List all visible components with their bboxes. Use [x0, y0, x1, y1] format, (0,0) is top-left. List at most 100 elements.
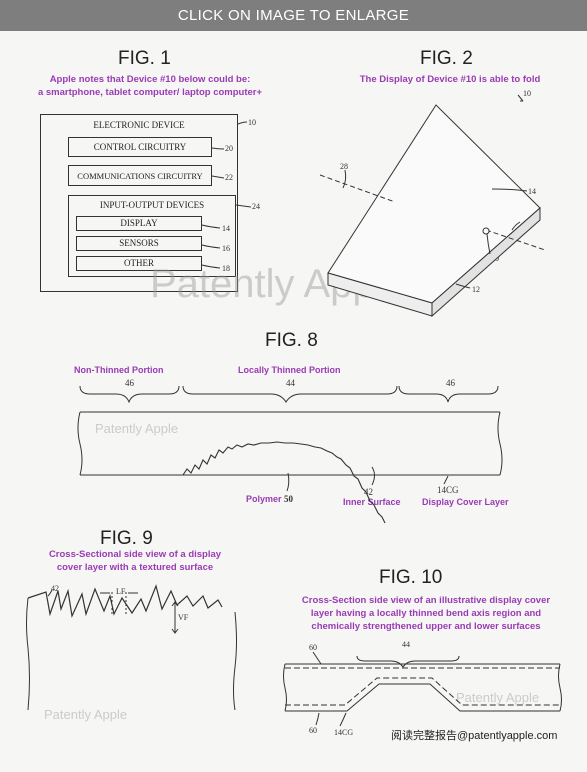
ref-20: 20 [225, 144, 233, 153]
input-output-devices-box [68, 195, 236, 277]
cover-break-right [497, 411, 503, 476]
fig1-caption-line2: a smartphone, tablet computer/ laptop co… [37, 87, 263, 98]
display-label: DISPLAY [120, 218, 158, 228]
fig9-caption-line1: Cross-Sectional side view of a display [48, 549, 222, 560]
inner-textured-surface [182, 441, 386, 524]
fig9-left-break [26, 597, 30, 711]
ref-lf: LF [116, 587, 126, 596]
fold-axis-right [485, 229, 546, 251]
other-label: OTHER [124, 258, 154, 268]
fig10-caption-line1: Cross-Section side view of an illustrati… [301, 595, 551, 606]
leader-24 [235, 204, 252, 208]
ref-10: 10 [248, 118, 256, 127]
brace-46a [79, 385, 180, 404]
communications-circuitry-box [68, 165, 212, 186]
vf-arrows [171, 601, 179, 634]
ref-14-fig2: 14 [528, 187, 536, 196]
ref-12: 12 [472, 285, 480, 294]
leader-14cg-fig8 [443, 475, 449, 485]
ref-46b: 46 [446, 378, 455, 388]
ref-14: 14 [222, 224, 230, 233]
ref-16: 16 [222, 244, 230, 253]
fig10-caption-line2: layer having a locally thinned bend axis… [310, 608, 542, 619]
fig1-caption: Apple notes that Device #10 below could … [10, 73, 290, 99]
ref-14cg-fig10: 14CG [334, 728, 354, 737]
fig8-title: FIG. 8 [265, 330, 318, 351]
leader-12 [455, 283, 471, 289]
polymer-text: Polymer [246, 494, 282, 504]
ref-44-fig10: 44 [402, 640, 410, 649]
ref-60a: 60 [309, 643, 317, 652]
ref-46a: 46 [125, 378, 134, 388]
ref-vf: VF [178, 613, 189, 622]
display-cover-layer-label: Display Cover Layer [422, 497, 509, 507]
input-output-devices-label: INPUT-OUTPUT DEVICES [99, 200, 205, 210]
leader-50 [286, 472, 290, 492]
fig9-title: FIG. 9 [100, 528, 153, 549]
device-top-face [327, 104, 541, 304]
leader-42 [371, 466, 375, 486]
fig10-title: FIG. 10 [379, 567, 443, 588]
polymer-label: Polymer 50 [246, 494, 293, 504]
sensors-box [76, 236, 202, 251]
leader-10 [237, 121, 248, 125]
leader-20 [211, 147, 225, 150]
watermark-fig10: Patently Apple [456, 690, 540, 705]
polymer-ref: 50 [284, 494, 294, 504]
ref-14cg-fig8: 14CG [437, 485, 459, 495]
leader-28b [511, 221, 521, 231]
fig9-right-break [233, 611, 237, 711]
fig10-caption: Cross-Section side view of an illustrati… [276, 594, 576, 633]
label-non-thinned: Non-Thinned Portion [74, 365, 164, 375]
brace-44 [182, 385, 398, 403]
ref-60b: 60 [309, 726, 317, 735]
fig10-bottom-dashed [285, 677, 560, 706]
sensors-label: SENSORS [119, 238, 159, 248]
leader-28a [342, 169, 347, 189]
ref-10-fig2: 10 [523, 89, 531, 98]
fold-axis-left [319, 174, 396, 203]
brace-44-fig10 [356, 655, 460, 668]
ref-22: 22 [225, 173, 233, 182]
leader-60b [315, 712, 320, 726]
footer-link[interactable]: 阅读完整报告@patentlyapple.com [391, 730, 558, 742]
enlarge-banner[interactable]: CLICK ON IMAGE TO ENLARGE [0, 0, 587, 31]
leader-18 [201, 264, 221, 269]
display-box [76, 216, 202, 231]
leader-42-fig9 [47, 589, 53, 597]
leader-30 [486, 233, 491, 255]
electronic-device-box [40, 114, 238, 292]
ref-42-fig9: 42 [51, 584, 59, 593]
fig10-bottom-line [285, 683, 560, 712]
leader-14 [201, 224, 221, 229]
cover-break-left [77, 411, 83, 476]
communications-circuitry-label: COMMUNICATIONS CIRCUITRY [77, 171, 203, 181]
device-side-edge [431, 206, 541, 318]
arrow-10 [517, 94, 524, 102]
ref-28a: 28 [340, 162, 348, 171]
control-circuitry-label: CONTROL CIRCUITRY [93, 142, 187, 152]
leader-16 [201, 244, 221, 249]
fig10-caption-line3: chemically strengthened upper and lower … [311, 621, 541, 632]
other-box [76, 256, 202, 271]
textured-surface-profile [27, 584, 223, 619]
leader-14-fig2 [491, 188, 528, 192]
hinge-point [482, 227, 490, 235]
electronic-device-label: ELECTRONIC DEVICE [93, 120, 185, 130]
fig1-title: FIG. 1 [118, 48, 171, 69]
fig10-right-break [558, 663, 562, 712]
control-circuitry-box [68, 137, 212, 157]
fig2-caption: The Display of Device #10 is able to fol… [359, 74, 541, 85]
ref-44: 44 [286, 378, 295, 388]
leader-14cg-fig10 [339, 712, 347, 727]
ref-18: 18 [222, 264, 230, 273]
watermark-fig9: Patently Apple [44, 707, 128, 722]
leader-22 [211, 175, 225, 179]
ref-24: 24 [252, 202, 260, 211]
fig2-title: FIG. 2 [420, 48, 473, 69]
leader-60a [312, 651, 322, 665]
ref-42: 42 [364, 487, 373, 497]
fig9-caption-line2: cover layer with a textured surface [56, 562, 214, 573]
watermark-fig8: Patently Apple [95, 421, 179, 436]
